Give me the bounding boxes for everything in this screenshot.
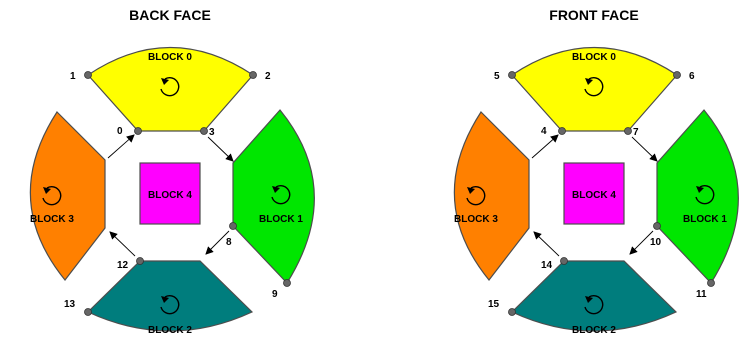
back-vertex-label-9: 9: [272, 289, 278, 300]
back-vertex-2: [249, 71, 257, 79]
back-arrow-3-1: [207, 136, 234, 162]
front-vertex-7: [624, 127, 632, 135]
back-vertex-label-12: 12: [117, 260, 129, 271]
back-block2-label: BLOCK 2: [148, 325, 192, 336]
back-block2-rotation-icon: [160, 294, 180, 315]
back-vertex-label-8: 8: [226, 237, 232, 248]
back-block1-rotation-icon: [271, 184, 291, 205]
back-vertex-label-2: 2: [265, 71, 271, 82]
back-arrow-3-0: [107, 134, 135, 159]
back-block3-label: BLOCK 3: [30, 214, 74, 225]
front-vertex-label-7: 7: [633, 127, 639, 138]
front-block4-label: BLOCK 4: [572, 190, 616, 201]
back-arrow-12-3: [109, 231, 136, 257]
front-block3-label: BLOCK 3: [454, 214, 498, 225]
front-block1-rotation-icon: [695, 184, 715, 205]
back-vertex-0: [134, 127, 142, 135]
back-block1-shape: [232, 109, 315, 284]
front-vertex-label-11: 11: [696, 289, 707, 300]
back-block3-shape: [29, 111, 106, 281]
front-block1-label: BLOCK 1: [683, 214, 727, 225]
front-vertex-10: [653, 222, 661, 230]
front-arrow-10-2: [629, 230, 654, 255]
front-block2-label: BLOCK 2: [572, 325, 616, 336]
back-vertex-9: [283, 279, 291, 287]
back-block0-rotation-icon: [160, 76, 180, 97]
front-vertex-label-14: 14: [541, 260, 553, 271]
front-vertex-4: [558, 127, 566, 135]
back-arrow-8-2: [205, 230, 230, 255]
back-vertex-8: [229, 222, 237, 230]
front-block0-rotation-icon: [584, 76, 604, 97]
back-vertex-label-0: 0: [117, 126, 123, 137]
front-vertex-label-15: 15: [488, 299, 500, 310]
front-block3-shape: [453, 111, 530, 281]
back-face-title: BACK FACE: [129, 7, 211, 23]
back-vertex-13: [84, 308, 92, 316]
back-vertex-3: [200, 127, 208, 135]
front-arrow-7-1: [631, 136, 658, 162]
front-block4-shape: [563, 162, 625, 225]
front-vertex-15: [508, 308, 516, 316]
front-arrow-14-3: [533, 231, 560, 257]
back-vertex-1: [84, 71, 92, 79]
back-vertex-label-13: 13: [64, 299, 76, 310]
back-face: BACK FACE BLOCK 0 BLOCK 1 BLOCK 2 BLOCK …: [29, 7, 315, 336]
front-vertex-label-6: 6: [689, 71, 695, 82]
front-vertex-label-5: 5: [494, 71, 500, 82]
front-block3-rotation-icon: [466, 185, 486, 206]
back-block0-label: BLOCK 0: [148, 52, 192, 63]
back-block4-label: BLOCK 4: [148, 190, 192, 201]
front-face: FRONT FACE BLOCK 0 BLOCK 1 BLOCK 2 BLOCK…: [453, 7, 739, 336]
front-block0-label: BLOCK 0: [572, 52, 616, 63]
back-block4-shape: [139, 162, 201, 225]
front-block1-shape: [656, 109, 739, 284]
back-block1-label: BLOCK 1: [259, 214, 303, 225]
back-vertex-label-3: 3: [209, 127, 215, 138]
front-vertex-5: [508, 71, 516, 79]
back-block3-rotation-icon: [42, 185, 62, 206]
front-vertex-11: [707, 279, 715, 287]
front-vertex-label-4: 4: [541, 126, 547, 137]
back-vertex-12: [136, 257, 144, 265]
front-vertex-14: [560, 257, 568, 265]
front-vertex-6: [673, 71, 681, 79]
front-vertex-label-10: 10: [650, 237, 662, 248]
front-arrow-3-4: [531, 134, 559, 159]
front-face-title: FRONT FACE: [549, 7, 638, 23]
back-vertex-label-1: 1: [70, 71, 76, 82]
front-block2-rotation-icon: [584, 294, 604, 315]
